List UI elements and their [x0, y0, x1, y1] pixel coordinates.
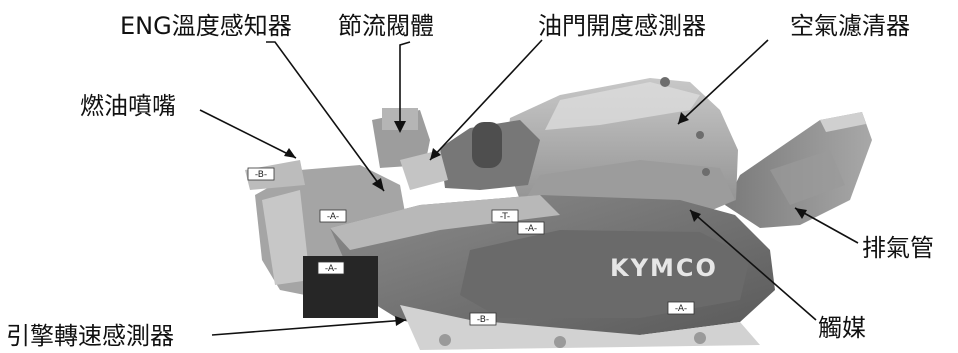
arrowhead-engine-speed-sensor — [395, 316, 406, 326]
label-throttle-body: 節流閥體 — [338, 12, 434, 40]
leader-engine-speed-sensor — [211, 319, 407, 336]
leader-fuel-injector — [199, 109, 297, 159]
label-catalyst: 觸媒 — [818, 314, 866, 342]
engine-base-shape — [400, 305, 760, 350]
label-fuel-injector: 燃油噴嘴 — [80, 92, 176, 120]
leader-eng-temp-sensor — [266, 41, 385, 192]
air-cleaner-shape — [505, 77, 738, 215]
exhaust-pipe-shape — [725, 112, 872, 228]
leader-lines — [199, 39, 859, 336]
arrowhead-catalyst — [690, 210, 701, 222]
leader-catalyst — [689, 209, 817, 321]
arrowhead-air-cleaner — [678, 112, 689, 124]
arrowhead-exhaust-pipe — [795, 208, 807, 219]
arrowhead-throttle-position-sensor — [430, 148, 441, 160]
part-tag-5: -A- — [325, 264, 337, 274]
label-throttle-position-sensor: 油門開度感測器 — [538, 12, 706, 40]
part-tag-3: -T- — [500, 212, 510, 222]
label-eng-temp-sensor: ENG溫度感知器 — [120, 12, 292, 40]
part-tags: -B- -A- -T- -A- -A- -B- -A- — [247, 167, 695, 326]
leader-throttle-body — [399, 41, 411, 130]
part-tag-4: -A- — [525, 224, 537, 234]
part-tag-6: -B- — [477, 315, 489, 325]
part-tag-2: -A- — [327, 212, 339, 222]
leader-air-cleaner — [677, 39, 769, 125]
arrowhead-throttle-body — [394, 121, 406, 133]
arrowhead-eng-temp-sensor — [372, 178, 384, 191]
brand-logo: KYMCO — [610, 254, 718, 282]
arrowhead-fuel-injector — [284, 148, 296, 158]
label-exhaust-pipe: 排氣管 — [862, 234, 934, 262]
crankcase-cover-shape — [330, 195, 775, 335]
label-engine-speed-sensor: 引擎轉速感測器 — [6, 322, 174, 350]
leader-exhaust-pipe — [794, 207, 859, 244]
leader-arrowheads — [284, 112, 807, 326]
leader-throttle-position-sensor — [429, 39, 543, 161]
intake-assembly-shape — [372, 108, 540, 190]
part-tag-7: -A- — [675, 304, 687, 314]
part-tag-1: -B- — [255, 170, 267, 180]
label-air-cleaner: 空氣濾清器 — [790, 12, 910, 40]
